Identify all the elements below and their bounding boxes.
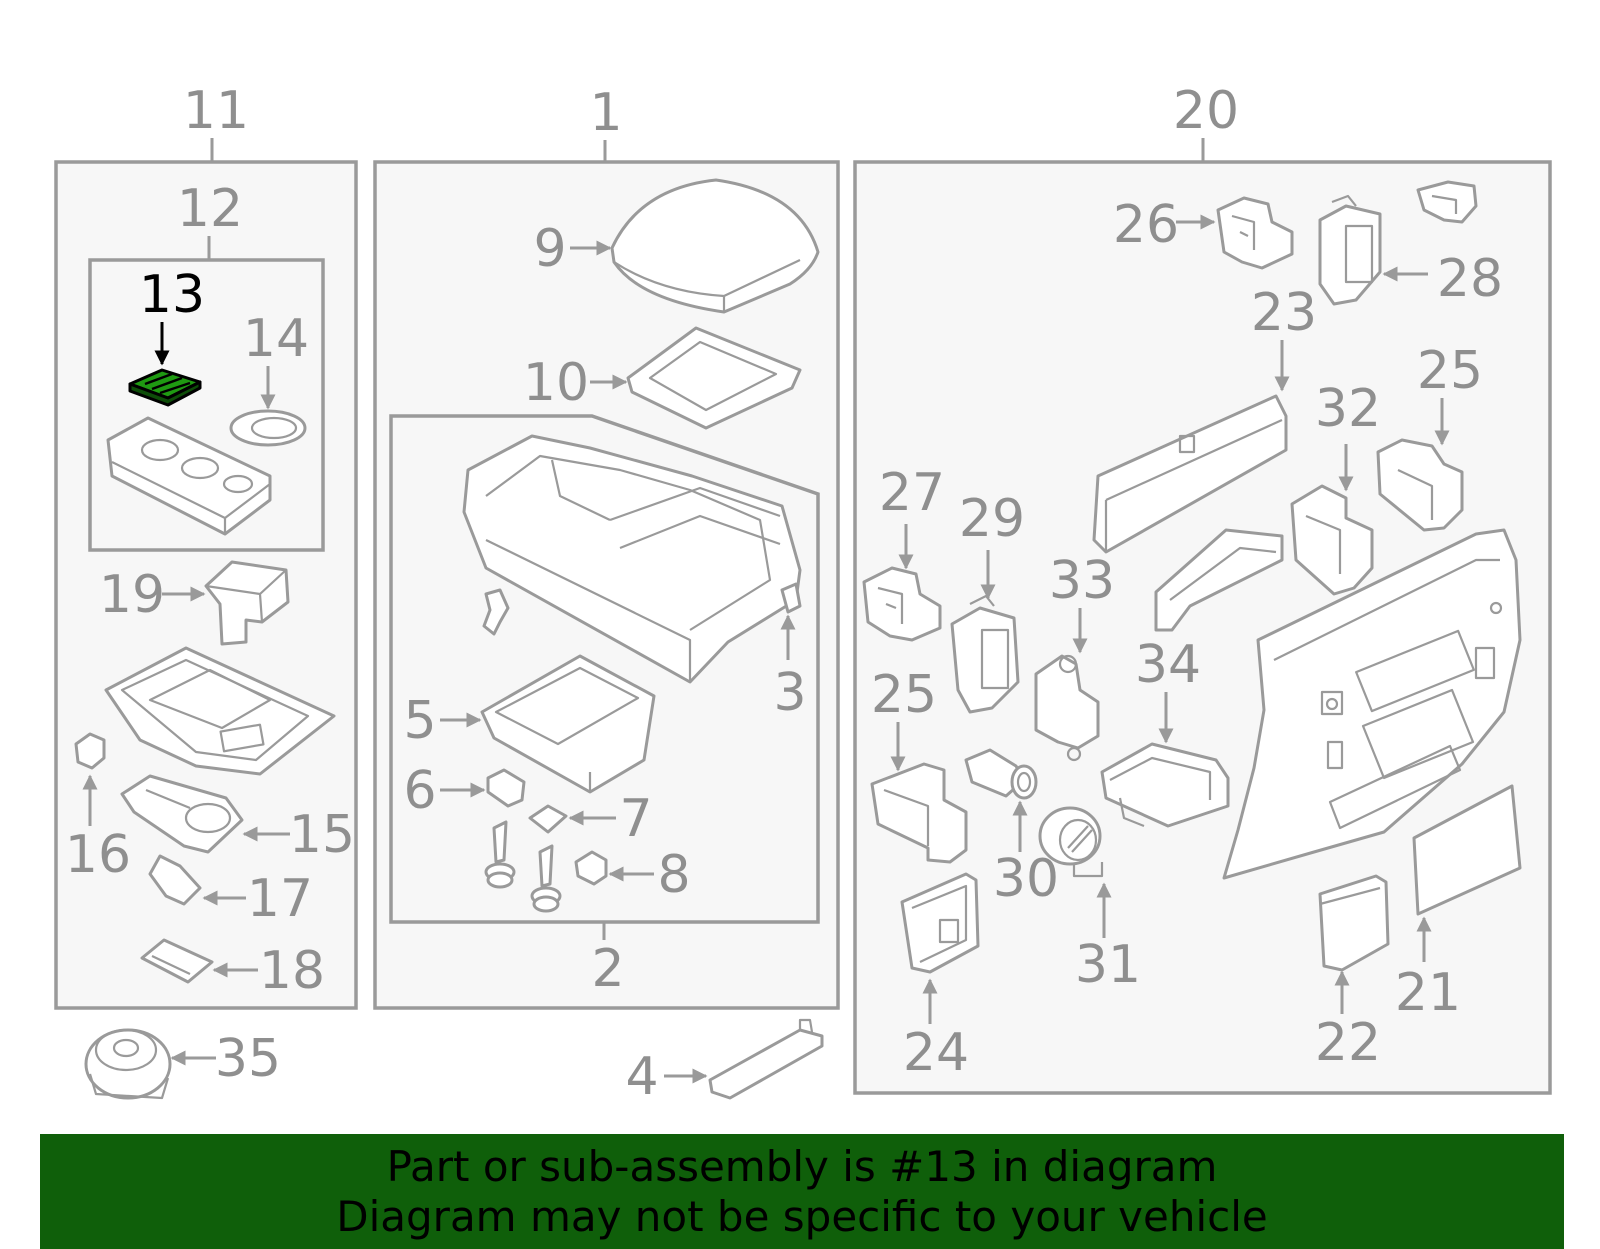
part-5-bin[interactable] xyxy=(480,654,656,794)
part-4-rail[interactable] xyxy=(708,1018,824,1100)
part-unnumbered-connector[interactable] xyxy=(1416,180,1478,224)
callout-labels: 11 12 13 14 19 16 15 17 18 35 1 9 10 3 5… xyxy=(65,81,1503,1107)
callout-2: 2 xyxy=(591,939,624,999)
callout-35: 35 xyxy=(215,1029,281,1089)
callout-28: 28 xyxy=(1437,249,1503,309)
part-17-bracket[interactable] xyxy=(148,854,202,906)
callout-12: 12 xyxy=(177,179,243,239)
part-29-module[interactable] xyxy=(950,594,1020,714)
callout-27: 27 xyxy=(879,463,945,523)
part-unnumbered-bracket[interactable] xyxy=(1154,528,1284,632)
part-27-switch[interactable] xyxy=(862,566,942,642)
callout-4: 4 xyxy=(625,1047,658,1107)
callout-11: 11 xyxy=(183,81,249,141)
part-10-lid-frame[interactable] xyxy=(626,326,802,430)
part-13-highlighted[interactable] xyxy=(128,368,202,407)
part-21-panel[interactable] xyxy=(1412,784,1522,916)
callout-9: 9 xyxy=(533,219,566,279)
callout-1: 1 xyxy=(589,83,622,143)
callout-20: 20 xyxy=(1173,81,1239,141)
leader-lines xyxy=(82,214,1450,1084)
part-6-clip[interactable] xyxy=(486,768,526,808)
callout-15: 15 xyxy=(289,805,355,865)
callout-26: 26 xyxy=(1113,195,1179,255)
callout-17: 17 xyxy=(247,869,313,929)
callout-31: 31 xyxy=(1075,935,1141,995)
part-31-knob[interactable] xyxy=(1038,806,1104,878)
part-23-control-module[interactable] xyxy=(1092,394,1288,554)
part-24-module[interactable] xyxy=(900,872,980,974)
callout-25-upper: 25 xyxy=(1417,341,1483,401)
part-25-lower-bracket[interactable] xyxy=(870,762,968,864)
banner-line-1: Part or sub-assembly is #13 in diagram xyxy=(386,1142,1218,1191)
part-22-insert[interactable] xyxy=(1318,874,1390,972)
callout-14: 14 xyxy=(243,309,309,369)
callout-21: 21 xyxy=(1395,963,1461,1023)
part-unnumbered-clip[interactable] xyxy=(482,588,510,636)
callout-18: 18 xyxy=(259,941,325,1001)
callout-34: 34 xyxy=(1135,635,1201,695)
part-12-cupholder[interactable] xyxy=(106,416,272,536)
callout-19: 19 xyxy=(99,565,165,625)
part-35-speaker[interactable] xyxy=(84,1028,172,1100)
part-2-console-body[interactable] xyxy=(462,434,802,684)
part-screw-a[interactable] xyxy=(484,820,516,889)
callout-33: 33 xyxy=(1049,551,1115,611)
part-18-clip[interactable] xyxy=(140,938,214,984)
callout-22: 22 xyxy=(1315,1013,1381,1073)
part-9-armrest-lid[interactable] xyxy=(610,178,820,314)
part-15-switch-panel[interactable] xyxy=(120,774,244,854)
part-14-ring[interactable] xyxy=(229,409,307,447)
callout-13[interactable]: 13 xyxy=(139,265,205,325)
part-19-bracket[interactable] xyxy=(204,560,290,646)
banner-line-2: Diagram may not be specific to your vehi… xyxy=(336,1192,1268,1241)
callout-5: 5 xyxy=(403,691,436,751)
callout-6: 6 xyxy=(403,761,436,821)
part-28-module[interactable] xyxy=(1318,194,1382,306)
part-25-upper-switch[interactable] xyxy=(1376,438,1464,532)
part-20-center-bezel[interactable] xyxy=(1222,528,1522,880)
part-11-tray[interactable] xyxy=(104,646,336,776)
callout-10: 10 xyxy=(523,353,589,413)
callout-3: 3 xyxy=(773,663,806,723)
info-banner: Part or sub-assembly is #13 in diagram D… xyxy=(40,1134,1564,1249)
part-16-clip[interactable] xyxy=(74,732,106,770)
part-34-module[interactable] xyxy=(1100,742,1230,828)
callout-16: 16 xyxy=(65,825,131,885)
callout-23: 23 xyxy=(1251,283,1317,343)
part-8-clip[interactable] xyxy=(574,850,608,886)
callout-29: 29 xyxy=(959,489,1025,549)
callout-25-lower: 25 xyxy=(871,665,937,725)
callout-24: 24 xyxy=(903,1023,969,1083)
part-33-sensor[interactable] xyxy=(1034,654,1100,762)
callout-7: 7 xyxy=(619,789,652,849)
callout-30: 30 xyxy=(993,849,1059,909)
part-screw-b[interactable] xyxy=(530,844,562,913)
callout-32: 32 xyxy=(1315,379,1381,439)
part-3-clip[interactable] xyxy=(780,582,802,614)
callout-8: 8 xyxy=(657,845,690,905)
part-32-relay[interactable] xyxy=(1290,484,1374,596)
part-30-outlet[interactable] xyxy=(964,748,1038,800)
part-7-clip[interactable] xyxy=(528,804,568,834)
part-26-switch[interactable] xyxy=(1216,196,1294,270)
